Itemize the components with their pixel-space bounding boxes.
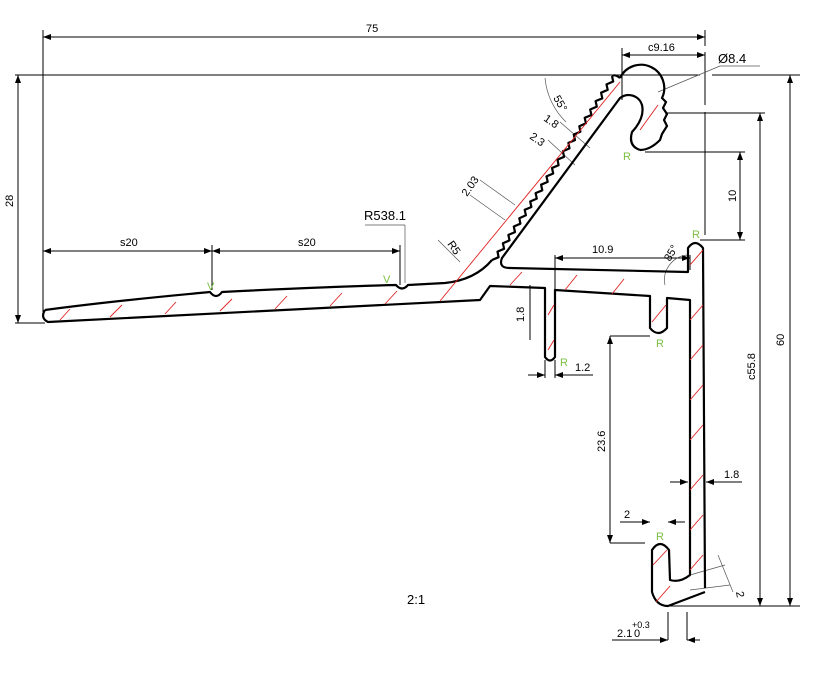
dim-ledge-width: 10.9 [592,244,613,256]
dim-rib-thickness: 2.3 [527,131,546,150]
dim-wall-height: c55.8 [746,353,758,380]
dim-top-radius: R538.1 [364,208,406,223]
dim-hook-width: c9.16 [648,42,675,54]
dim-lip-width: 2 [624,509,630,521]
groove-marker: V [207,281,215,293]
dim-hook-gap: 10 [727,190,739,202]
radius-marker: R [560,357,568,369]
dim-slot-depth: 23.6 [596,431,608,452]
radius-marker: R [692,229,700,241]
dim-tooth-pitch: 2.03 [460,174,482,198]
dim-height-right: 60 [775,334,787,346]
extension-lines [15,30,800,640]
radius-marker: R [623,151,631,163]
dim-leg-thickness: 1.2 [575,362,590,374]
dim-spacing-2: s20 [298,237,316,249]
dim-height-left: 28 [4,195,16,207]
dim-wall-thickness: 1.8 [724,469,739,481]
dim-hook-diameter: Ø8.4 [718,51,746,66]
dim-gap-tol-upper: +0.3 [632,620,650,630]
dim-fillet: R5 [445,239,463,257]
radius-marker: R [656,338,664,350]
dimension-lines [15,34,793,643]
dim-gap-tol-lower: 0 [634,628,640,640]
dim-spacing-1: s20 [120,237,138,249]
dim-deck-thickness: 1.8 [515,307,527,322]
dim-overall-width: 75 [366,23,378,35]
dimension-labels: 75 28 s20 s20 R538.1 c9.16 Ø8.4 10 60 c5… [4,23,787,640]
dim-gap: 2.1 [617,628,632,640]
dim-angle-wall: 85° [662,243,681,263]
scale-label: 2:1 [407,592,425,607]
dim-angle-top: 55° [550,94,569,114]
dim-lip-thickness: 2 [733,590,746,598]
groove-marker: V [383,274,391,286]
radius-marker: R [656,531,664,543]
markers: R R R R R V V [207,151,700,543]
dim-tooth-depth: 1.8 [541,113,560,132]
section-hatching [59,81,704,603]
extrusion-profile [41,63,707,608]
